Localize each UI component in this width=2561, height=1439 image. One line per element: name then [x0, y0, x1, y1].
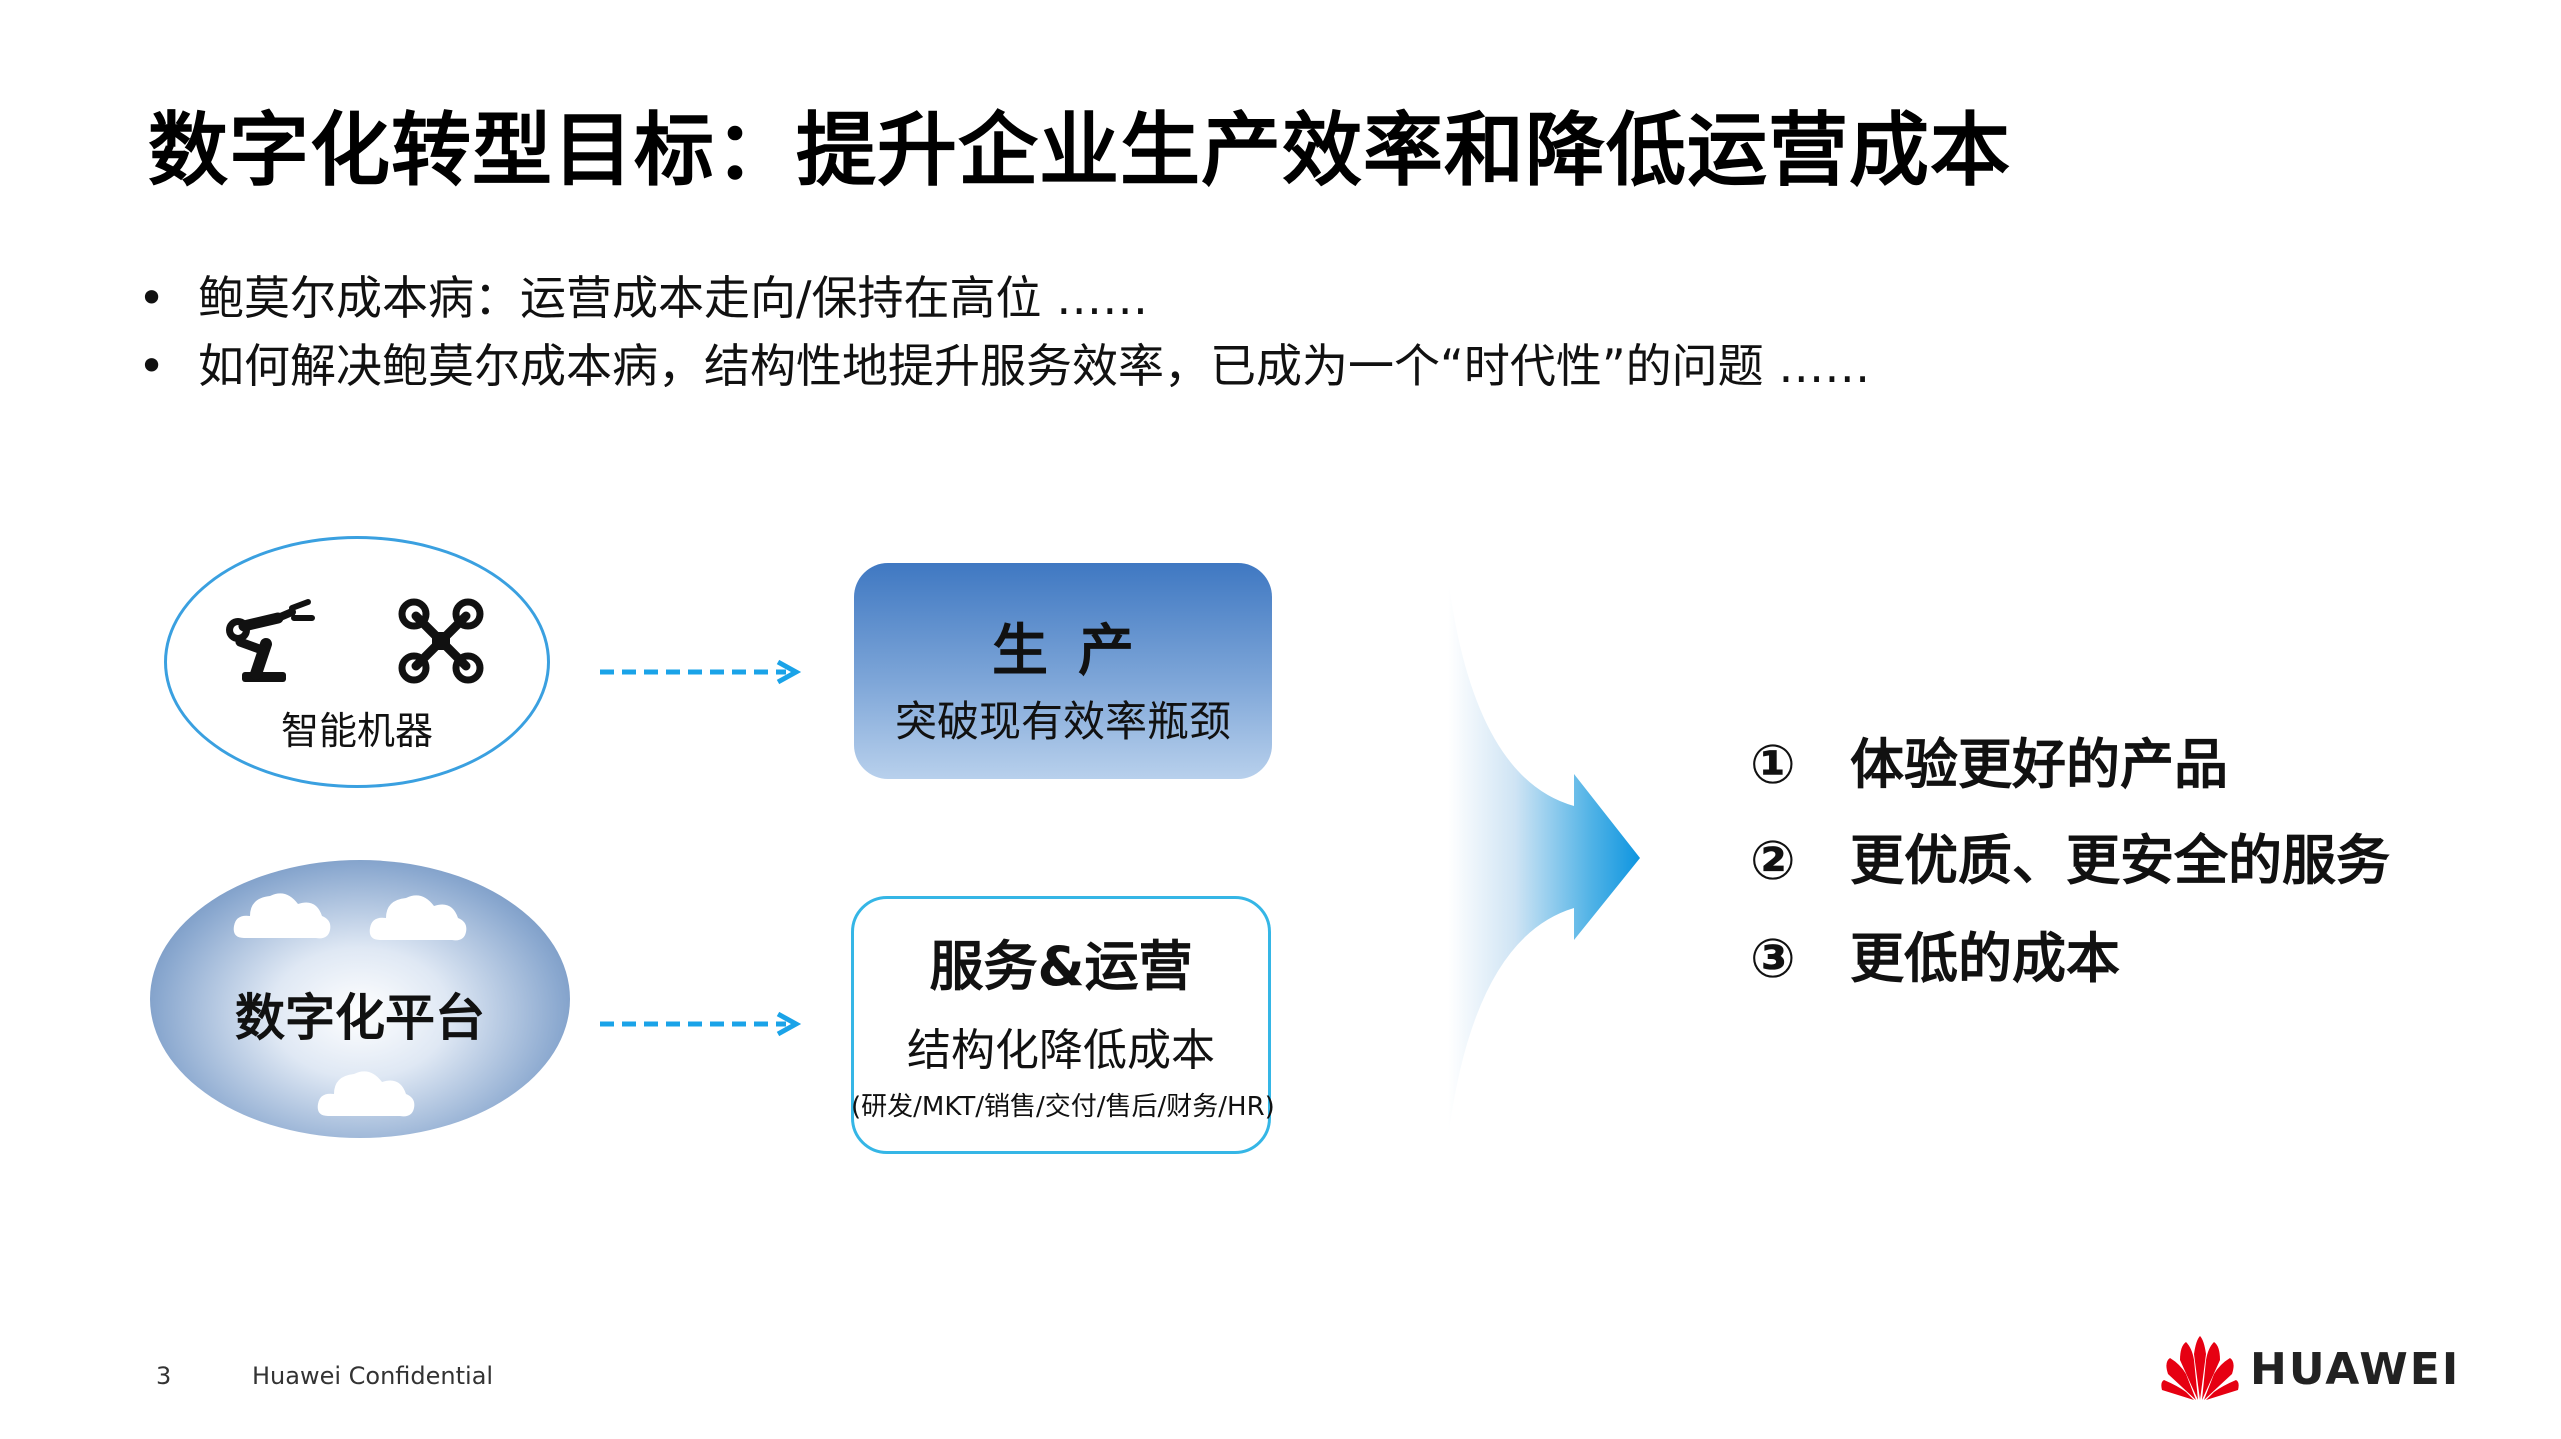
bullet-text: 如何解决鲍莫尔成本病，结构性地提升服务效率，已成为一个“时代性”的问题 …… — [198, 339, 1871, 393]
confidential-label: Huawei Confidential — [252, 1362, 494, 1390]
smart-machines-ellipse — [164, 536, 550, 788]
service-title: 服务&运营 — [929, 935, 1193, 998]
result-number: ③ — [1750, 927, 1796, 990]
dashed-arrow-icon — [600, 1011, 802, 1037]
bullet-marker: • — [138, 339, 166, 393]
huawei-logo-icon — [2161, 1336, 2239, 1400]
bullet-text: 鲍莫尔成本病：运营成本走向/保持在高位 …… — [198, 271, 1149, 325]
bullet-item: • 鲍莫尔成本病：运营成本走向/保持在高位 …… — [138, 262, 1148, 328]
result-number: ② — [1750, 829, 1796, 892]
smart-machines-label: 智能机器 — [280, 709, 433, 753]
result-text: 更低的成本 — [1850, 927, 2120, 990]
result-text: 体验更好的产品 — [1850, 733, 2228, 796]
page-number: 3 — [156, 1362, 172, 1390]
drone-icon — [398, 598, 484, 684]
page-title: 数字化转型目标：提升企业生产效率和降低运营成本 — [148, 104, 2011, 197]
result-text: 更优质、更安全的服务 — [1850, 829, 2390, 892]
huawei-logo-text: HUAWEI — [2250, 1344, 2461, 1395]
production-subtitle: 突破现有效率瓶颈 — [894, 697, 1231, 746]
service-subtitle: 结构化降低成本 — [907, 1025, 1215, 1076]
production-title: 生产 — [992, 619, 1164, 684]
dashed-arrow-icon — [600, 659, 802, 685]
service-note: (研发/MKT/销售/交付/售后/财务/HR) — [851, 1092, 1275, 1122]
service-box — [851, 896, 1271, 1154]
result-item: ② 更优质、更安全的服务 — [1750, 816, 2390, 895]
bullet-item: • 如何解决鲍莫尔成本病，结构性地提升服务效率，已成为一个“时代性”的问题 …… — [138, 330, 1870, 396]
result-item: ③ 更低的成本 — [1750, 914, 2120, 993]
bullet-marker: • — [138, 271, 166, 325]
cloud-icon — [317, 1071, 415, 1117]
production-box — [854, 563, 1272, 779]
merge-arrow-icon — [1448, 578, 1640, 1138]
robot-arm-icon — [226, 599, 315, 682]
cloud-icon — [369, 895, 467, 941]
result-item: ① 体验更好的产品 — [1750, 720, 2228, 799]
result-number: ① — [1750, 733, 1796, 796]
digital-platform-label: 数字化平台 — [235, 989, 485, 1047]
cloud-icon — [233, 893, 331, 939]
